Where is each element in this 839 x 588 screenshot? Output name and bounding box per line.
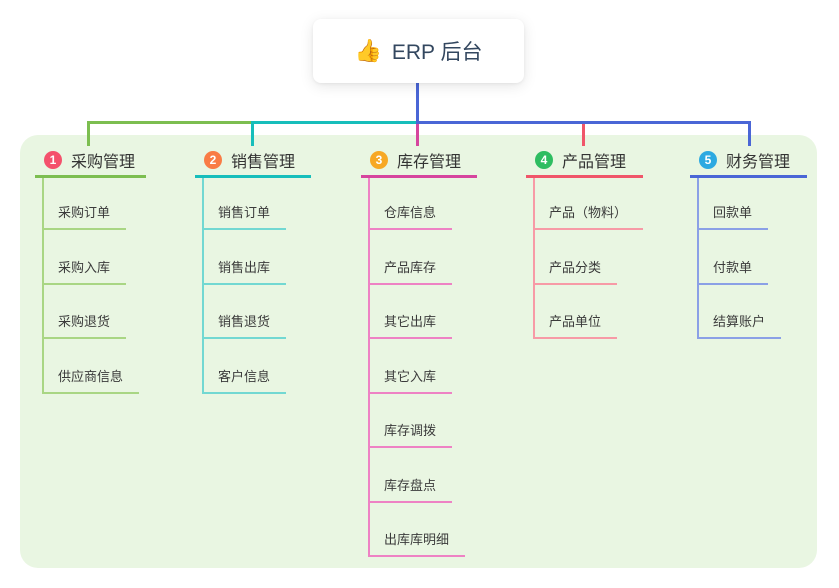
root-label: ERP 后台 (391, 41, 483, 64)
child-node[interactable]: 付款单 (697, 259, 769, 285)
child-node[interactable]: 产品库存 (368, 259, 453, 285)
child-node[interactable]: 采购退货 (42, 313, 127, 339)
child-node[interactable]: 产品分类 (533, 259, 618, 285)
child-node[interactable]: 销售出库 (202, 259, 287, 285)
branch-label: 财务管理 (726, 154, 791, 171)
branch-node[interactable]: 5 财务管理 (690, 145, 807, 178)
child-node[interactable]: 库存调拨 (368, 422, 453, 448)
branch-node[interactable]: 3 库存管理 (361, 145, 477, 178)
child-node[interactable]: 采购订单 (42, 204, 127, 230)
child-node[interactable]: 采购入库 (42, 259, 127, 285)
branch-connector-line (415, 121, 419, 146)
branch-connector-line (87, 121, 90, 146)
child-connector-spine (697, 175, 699, 339)
branch-label: 销售管理 (231, 154, 296, 171)
branch-number-badge: 3 (370, 151, 388, 169)
branch-connector-line (251, 121, 254, 146)
child-node[interactable]: 结算账户 (697, 313, 782, 339)
child-node[interactable]: 回款单 (697, 204, 769, 230)
child-node[interactable]: 产品（物料） (533, 204, 644, 230)
branches-panel (20, 135, 817, 568)
branch-node[interactable]: 4 产品管理 (526, 145, 643, 178)
branch-connector-line (87, 121, 254, 124)
branch-number-badge: 1 (44, 151, 62, 169)
child-connector-spine (533, 175, 535, 339)
thumbs-up-icon: 👍 (354, 38, 382, 63)
branch-connector-line (581, 121, 585, 146)
branch-number-badge: 2 (204, 151, 222, 169)
branch-node[interactable]: 2 销售管理 (195, 145, 311, 178)
branch-label: 产品管理 (562, 154, 627, 171)
child-node[interactable]: 销售订单 (202, 204, 287, 230)
branch-label: 采购管理 (71, 154, 136, 171)
root-node[interactable]: 👍 ERP 后台 (313, 19, 524, 83)
child-node[interactable]: 出库库明细 (368, 531, 466, 557)
child-node[interactable]: 其它入库 (368, 368, 453, 394)
branch-connector-line (415, 83, 419, 123)
child-node[interactable]: 库存盘点 (368, 477, 453, 503)
branch-number-badge: 5 (699, 151, 717, 169)
child-node[interactable]: 仓库信息 (368, 204, 453, 230)
child-node[interactable]: 客户信息 (202, 368, 287, 394)
child-connector-spine (368, 175, 370, 557)
branch-label: 库存管理 (397, 154, 462, 171)
branch-connector-line (747, 121, 751, 146)
child-node[interactable]: 销售退货 (202, 313, 287, 339)
branch-connector-line (415, 121, 751, 124)
child-node[interactable]: 供应商信息 (42, 368, 140, 394)
child-node[interactable]: 产品单位 (533, 313, 618, 339)
child-node[interactable]: 其它出库 (368, 313, 453, 339)
branch-connector-line (251, 121, 418, 124)
branch-number-badge: 4 (535, 151, 553, 169)
branch-node[interactable]: 1 采购管理 (35, 145, 146, 178)
